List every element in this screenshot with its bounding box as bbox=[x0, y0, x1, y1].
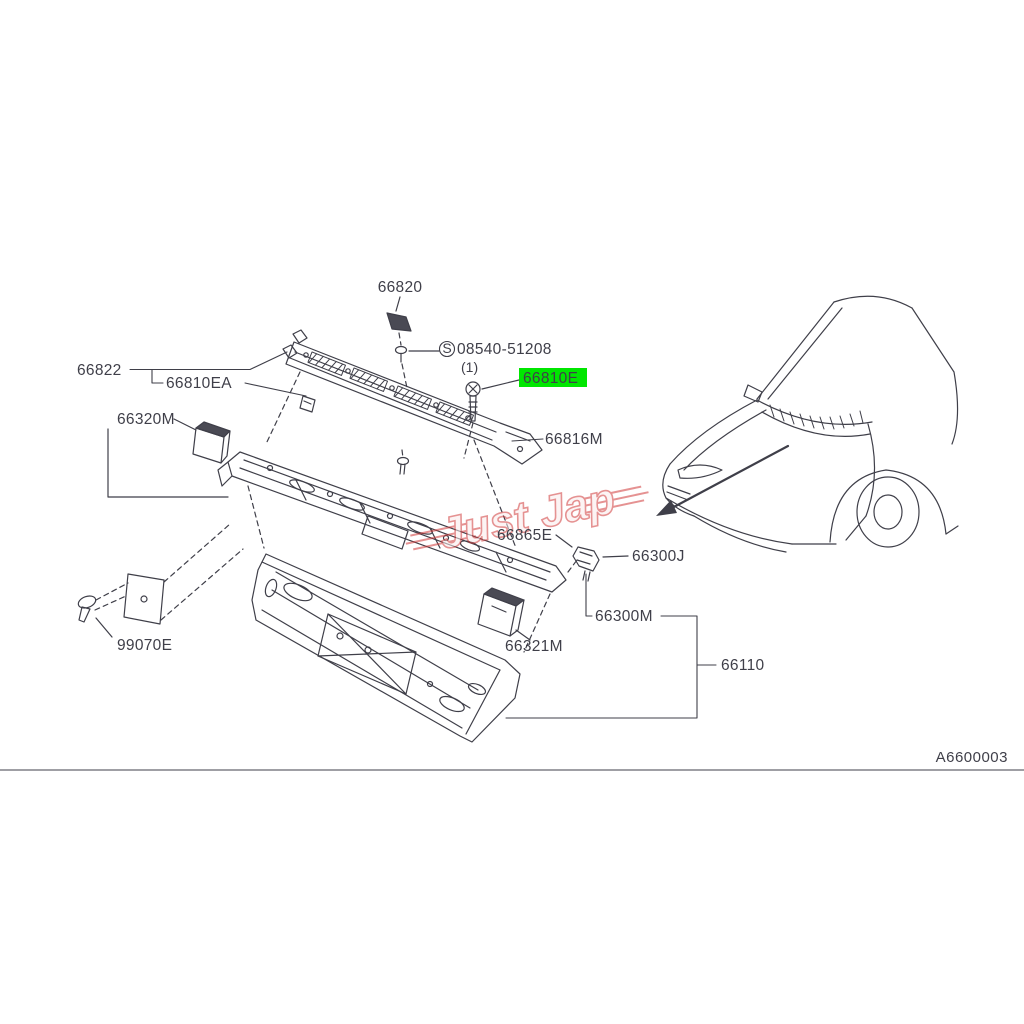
part-label-66810E: 66810E bbox=[523, 370, 578, 387]
fastener-99070E bbox=[77, 523, 244, 638]
construction-lines bbox=[247, 371, 551, 653]
cowl-assembly-panel bbox=[217, 451, 567, 593]
watermark-text: Just Jap bbox=[434, 474, 619, 559]
bracket-66321M bbox=[477, 587, 531, 641]
bracket-66320M bbox=[107, 418, 231, 498]
part-label-66110: 66110 bbox=[721, 657, 765, 674]
side-mirror bbox=[743, 384, 763, 403]
bolt-66810E bbox=[463, 379, 520, 459]
car-location-sketch bbox=[662, 295, 959, 553]
highlight-66810E bbox=[519, 368, 587, 387]
part-label-66816M: 66816M bbox=[545, 431, 603, 448]
part-qty: (1) bbox=[461, 359, 478, 375]
screw-08540-51208 bbox=[394, 345, 440, 389]
screw-label-group: S 08540-51208 (1) bbox=[438, 340, 552, 375]
part-label-66810EA: 66810EA bbox=[166, 375, 232, 392]
part-label-66320M: 66320M bbox=[117, 411, 175, 428]
part-66820 bbox=[386, 296, 412, 346]
part-labels: 66820 S 08540-51208 (1) 66810E 66822 668… bbox=[77, 279, 765, 674]
leader-lines bbox=[129, 351, 717, 719]
standard-part-symbol: S bbox=[442, 340, 451, 356]
location-arrow-icon bbox=[656, 444, 790, 516]
firewall-panel bbox=[251, 553, 521, 743]
clip-66300J bbox=[555, 534, 629, 582]
standard-part-icon bbox=[438, 340, 456, 358]
part-label-08540-51208: 08540-51208 bbox=[457, 341, 552, 358]
part-label-99070E: 99070E bbox=[117, 637, 172, 654]
part-label-66820: 66820 bbox=[378, 279, 423, 296]
front-wheel bbox=[856, 476, 920, 548]
vent-grille bbox=[307, 351, 474, 426]
part-label-66321M: 66321M bbox=[505, 638, 563, 655]
end-plate-66816M bbox=[505, 431, 531, 442]
diagram-code: A6600003 bbox=[936, 749, 1008, 766]
headlight bbox=[677, 464, 723, 479]
part-label-66822: 66822 bbox=[77, 362, 122, 379]
highlighted-part-label-group: 66810E bbox=[519, 368, 587, 387]
part-label-66865E: 66865E bbox=[497, 527, 552, 544]
part-label-66300J: 66300J bbox=[632, 548, 685, 565]
cowl-grille-panel bbox=[282, 329, 543, 475]
part-label-66300M: 66300M bbox=[595, 608, 653, 625]
